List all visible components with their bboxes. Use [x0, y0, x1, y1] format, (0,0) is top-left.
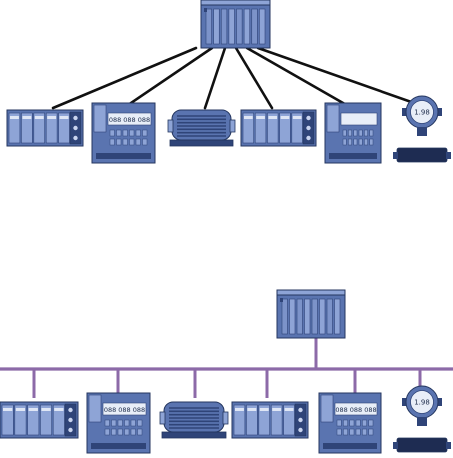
- star-topology: 088 088 088 1.98: [6, 0, 451, 164]
- drive-display-text: 088 088 088: [109, 116, 150, 124]
- star-wire: [123, 46, 214, 109]
- drive-controller-icon: [324, 102, 382, 164]
- io-module-rack-icon: [0, 401, 79, 439]
- io-module-rack-icon: [231, 401, 309, 439]
- drive-controller-icon: 088 088 088: [318, 392, 382, 454]
- drive-controller-icon: 088 088 088: [86, 392, 151, 454]
- bus-topology: 088 088 088 088 088 088 1.98: [0, 289, 453, 454]
- star-wire: [245, 46, 352, 109]
- drive-display-text: 088 088 088: [335, 406, 376, 414]
- star-wire: [203, 46, 227, 110]
- plc-controller-icon: [276, 289, 346, 339]
- plc-controller-icon: [200, 0, 271, 49]
- star-wire: [51, 46, 198, 110]
- transmitter-display-value: 1.98: [414, 399, 430, 407]
- transmitter-icon: 1.98: [393, 385, 451, 453]
- star-wire: [234, 46, 274, 110]
- drive-display-text: 088 088 088: [104, 406, 145, 414]
- transmitter-icon: 1.98: [393, 95, 451, 163]
- motor-icon: [167, 109, 236, 147]
- transmitter-display-value: 1.98: [414, 109, 430, 117]
- drive-controller-icon: 088 088 088: [91, 102, 156, 164]
- io-module-rack-icon: [6, 109, 84, 147]
- star-wires: [51, 46, 419, 110]
- io-module-rack-icon: [240, 109, 317, 147]
- fieldbus: [0, 338, 453, 398]
- star-wire: [256, 46, 419, 106]
- motor-icon: [159, 401, 229, 439]
